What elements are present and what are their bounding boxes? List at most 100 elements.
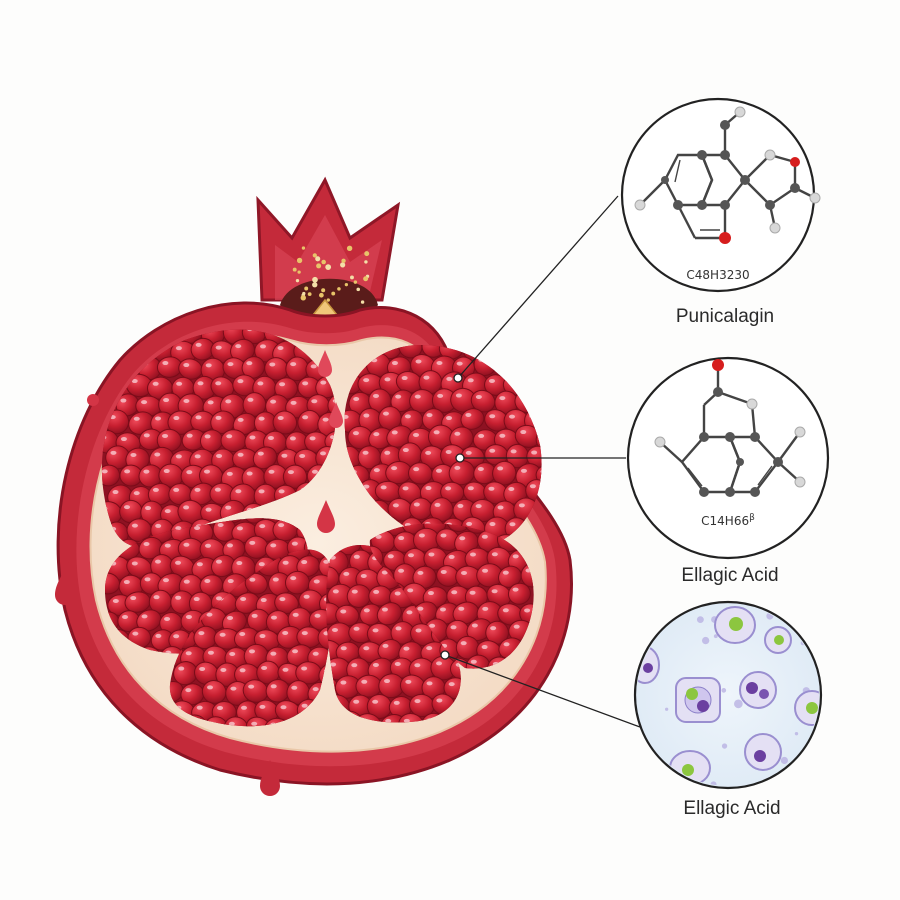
aril-highlight [508, 377, 515, 382]
aril-highlight [540, 469, 542, 474]
aril-highlight [240, 597, 247, 602]
aril-highlight [178, 666, 185, 671]
aril-highlight [539, 360, 542, 365]
aril-highlight [414, 394, 421, 399]
aril-highlight [215, 596, 222, 601]
aril-highlight [540, 433, 542, 438]
aril-highlight [251, 613, 258, 618]
formula-sup-ellagic-acid: β [749, 513, 755, 523]
aril-highlight [101, 362, 105, 367]
aril-seed [242, 518, 266, 524]
aril-highlight [446, 416, 453, 421]
aril-highlight [373, 589, 380, 594]
aril-highlight [491, 589, 498, 594]
aril-highlight [215, 415, 222, 420]
aril-highlight [391, 430, 398, 435]
aril-highlight [259, 634, 266, 639]
vesicle-dot [780, 756, 788, 765]
aril-highlight [303, 594, 310, 599]
aril-highlight [528, 414, 535, 419]
aril-highlight [282, 630, 289, 635]
aril-highlight [332, 589, 339, 594]
aril-highlight [155, 559, 162, 564]
aril-highlight [101, 329, 108, 332]
aril-highlight [439, 607, 446, 612]
aril-highlight [406, 610, 413, 615]
aril-highlight [363, 646, 370, 651]
aril-highlight [183, 398, 190, 403]
aril-highlight [460, 641, 467, 646]
aril-highlight [155, 416, 162, 421]
aril-highlight [488, 486, 495, 491]
aril-highlight [290, 400, 297, 405]
aril-highlight [455, 393, 462, 398]
aril-highlight [539, 396, 542, 401]
aril-highlight [454, 465, 461, 470]
label-punicalagin: Punicalagin [675, 306, 775, 327]
aril-highlight [290, 576, 297, 581]
aril-highlight [387, 554, 394, 559]
formula-tail-ellagic-acid: 6 [741, 514, 750, 528]
crown-stamen [307, 292, 312, 297]
aril-highlight [497, 505, 504, 510]
aril-highlight [205, 543, 212, 548]
crown-stamen [341, 258, 346, 263]
crown-stamen [312, 282, 318, 288]
aril-seed [513, 353, 537, 377]
aril-highlight [272, 577, 279, 582]
crown-stamen [292, 267, 297, 272]
aril-highlight [520, 393, 527, 398]
aril-highlight [225, 399, 232, 404]
callout-punicalagin [620, 97, 821, 293]
aril-highlight [331, 627, 338, 632]
aril-highlight [270, 651, 277, 656]
crown-stamen [326, 298, 330, 302]
vesicle-dot [809, 759, 816, 767]
aril-highlight [382, 643, 389, 648]
aril-highlight [215, 381, 222, 386]
aril-highlight [175, 595, 182, 600]
aril-highlight [194, 454, 201, 459]
aril-highlight [152, 487, 159, 492]
aril-highlight [404, 414, 411, 419]
connector-line-punicalagin [457, 195, 619, 379]
aril-highlight [281, 453, 288, 458]
aril-highlight [302, 381, 309, 386]
aril-highlight [391, 466, 398, 471]
aril-highlight [445, 486, 452, 491]
crown-stamen [331, 291, 336, 296]
aril-seed [504, 345, 530, 359]
aril-highlight [372, 393, 379, 398]
aril-seed [535, 428, 542, 452]
aril-highlight [528, 377, 535, 382]
aril-highlight [414, 663, 421, 668]
aril-seed [303, 536, 309, 561]
aril-highlight [112, 598, 119, 603]
aril-highlight [235, 344, 242, 349]
aril-highlight [186, 470, 193, 475]
aril-highlight [193, 597, 200, 602]
aril-highlight [220, 667, 227, 672]
aril-highlight [227, 579, 234, 584]
aril-highlight [469, 590, 476, 595]
aril-highlight [312, 687, 319, 692]
aril-highlight [260, 344, 267, 349]
aril-highlight [375, 534, 382, 539]
aril-highlight [403, 646, 410, 651]
aril-highlight [433, 430, 440, 435]
aril-highlight [436, 361, 443, 366]
aril-highlight [353, 554, 360, 559]
aril-highlight [426, 646, 433, 651]
aril-highlight [450, 625, 457, 630]
crown-stamen [337, 287, 341, 291]
aril-highlight [343, 571, 350, 576]
crown-stamen [312, 253, 317, 258]
aril-highlight [154, 452, 161, 457]
aril-highlight [186, 433, 193, 438]
aril-highlight [351, 663, 358, 668]
aril-highlight [467, 378, 474, 383]
aril-highlight [239, 632, 246, 637]
vesicle-dot [734, 699, 743, 709]
aril-highlight [314, 613, 321, 618]
aril-highlight [206, 612, 213, 617]
